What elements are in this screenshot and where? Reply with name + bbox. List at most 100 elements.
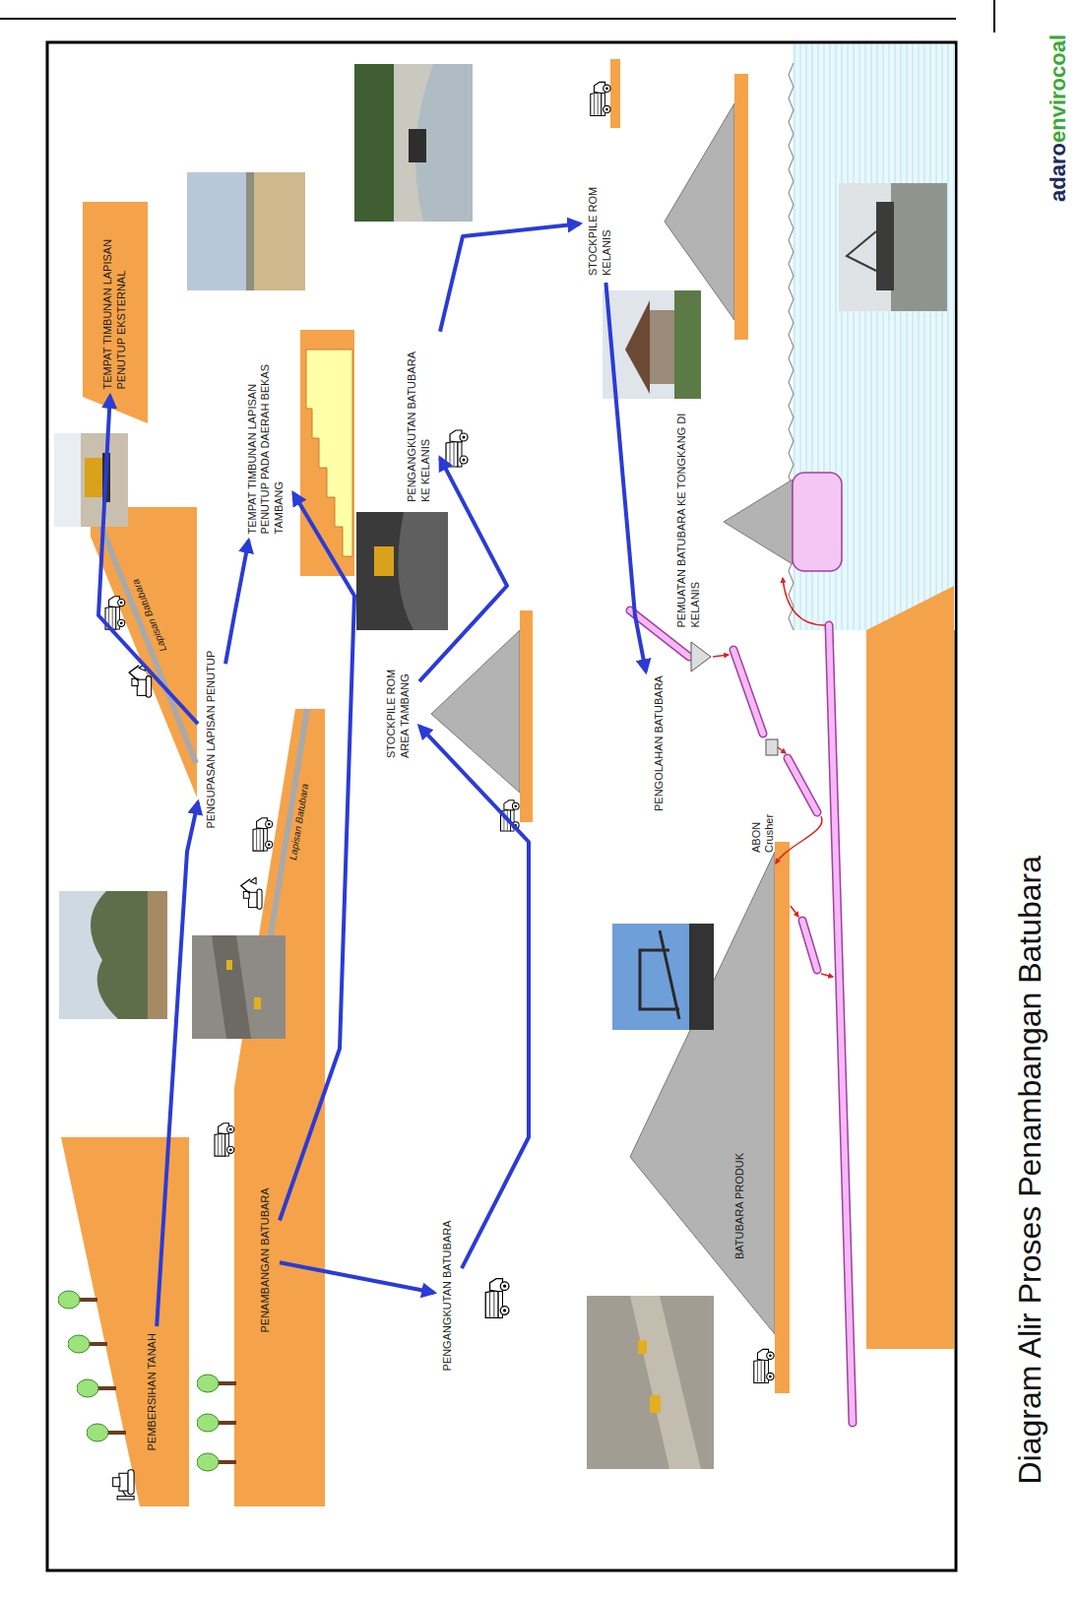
photo-port	[689, 923, 714, 1030]
barge	[723, 479, 793, 565]
external-dump	[82, 201, 148, 424]
stage-label: PEMBERSIHAN TANAH	[143, 1331, 162, 1453]
flow-arrow	[98, 395, 198, 724]
frame	[0, 0, 995, 1571]
stage-label: PEMUATAN BATUBARA KE TONGKANG DI KELANIS	[673, 404, 705, 631]
clearing-ground	[58, 1137, 190, 1507]
clearing-ground	[86, 1423, 127, 1442]
stage-label: PENGANGKUTAN BATUBARA KE KELANIS	[403, 332, 436, 505]
frame	[0, 17, 956, 20]
stage-text: PENAMBANGAN BATUBARA	[258, 1187, 273, 1333]
flow-arrow	[156, 802, 198, 1327]
stage-label: PENGOLAHAN BATUBARA	[650, 673, 669, 814]
photo-dump	[187, 172, 306, 291]
processing-plant	[733, 649, 763, 734]
flow-arrow	[279, 493, 355, 1221]
rom-stockpile	[431, 610, 533, 831]
stage-text: TEMPAT TIMBUNAN LAPISAN PENUTUP EKSTERNA…	[101, 207, 129, 390]
stage-label: STOCKPILE ROM KELANIS	[584, 165, 617, 278]
stage-text: BATUBARA PRODUK	[733, 1152, 748, 1260]
overburden-wedge	[90, 507, 197, 798]
photo-barge	[838, 183, 948, 312]
photo-haul	[637, 1339, 647, 1354]
processing-plant	[630, 610, 833, 977]
photo-barge	[846, 231, 877, 271]
barge	[723, 472, 842, 572]
processing-plant	[790, 905, 799, 917]
overburden-wedge	[90, 507, 197, 798]
stage-text: PENGANGKUTAN BATUBARA KE KELANIS	[405, 334, 434, 503]
photo-haul	[630, 1295, 701, 1469]
photo-haul	[649, 1395, 661, 1413]
photo-port	[612, 923, 714, 1030]
photo-coal	[374, 546, 394, 576]
flow-arrow	[605, 282, 646, 672]
flow-arrow	[279, 1262, 435, 1293]
photo-mining	[254, 997, 261, 1010]
long-conveyor	[782, 577, 826, 626]
stage-text: TEMPAT TIMBUNAN LAPISAN PENUTUP PADA DAE…	[246, 362, 287, 535]
stage-text: PEMBERSIHAN TANAH	[145, 1333, 160, 1451]
mining-pit	[234, 708, 325, 1507]
flow-arrow	[440, 223, 580, 332]
photo-hill	[147, 890, 168, 1019]
long-conveyor	[828, 625, 853, 1423]
processing-plant	[765, 739, 778, 756]
photo-kelanis	[674, 290, 701, 399]
photo-haul	[586, 1295, 714, 1469]
photo-dump	[246, 172, 255, 291]
flow-arrow	[225, 540, 250, 664]
port-ground	[866, 585, 954, 1349]
photo-port	[612, 923, 714, 1030]
photo-road	[354, 63, 394, 222]
photo-road	[408, 128, 427, 163]
stage-label: PENAMBANGAN BATUBARA	[256, 1185, 275, 1335]
logo-text: adaro	[1045, 142, 1072, 202]
stage-text: STOCKPILE ROM KELANIS	[586, 167, 615, 276]
barge	[792, 472, 842, 572]
photo-barge	[876, 201, 894, 291]
photo-haul	[586, 1295, 714, 1469]
photo-coal	[397, 511, 448, 631]
clearing-ground	[58, 1290, 98, 1309]
stage-label: PENGANGKUTAN BATUBARA	[439, 1217, 457, 1373]
clearing-ground	[113, 1469, 134, 1500]
river	[788, 44, 955, 631]
logo-text: envirocoal	[1045, 34, 1072, 143]
kelanis-stockpile	[610, 59, 621, 128]
stage-label: STOCKPILE ROM AREA TAMBANG	[382, 647, 415, 761]
mining-pit	[253, 818, 273, 851]
mining-pit	[196, 1413, 237, 1432]
processing-plant	[712, 654, 729, 657]
kelanis-stockpile	[734, 73, 749, 340]
photo-road	[354, 63, 473, 222]
annotation-label: ABON Crusher	[750, 791, 776, 853]
mining-pit	[196, 1453, 237, 1471]
kelanis-stockpile	[664, 103, 735, 320]
photo-kelanis	[602, 290, 701, 399]
processing-plant	[733, 649, 763, 734]
clearing-ground	[67, 1334, 108, 1353]
photo-hill	[59, 890, 168, 1019]
product-stockpile	[754, 1348, 774, 1383]
frame	[993, 0, 996, 33]
stage-text: PEMUATAN BATUBARA KE TONGKANG DI KELANIS	[675, 406, 703, 629]
processing-plant	[802, 920, 818, 970]
long-conveyor	[828, 625, 853, 1423]
photo-bulldozer	[84, 457, 105, 498]
stage-text: PENGOLAHAN BATUBARA	[652, 675, 667, 812]
frame	[47, 42, 956, 1571]
mining-pit	[241, 877, 262, 909]
photo-barge	[890, 183, 948, 312]
port-ground	[866, 585, 954, 1349]
photo-dump	[254, 172, 306, 291]
inpit-dump	[300, 329, 355, 576]
processing-plant	[802, 920, 818, 970]
photo-bulldozer	[54, 433, 128, 527]
mining-pit	[196, 1374, 237, 1393]
stage-label: TEMPAT TIMBUNAN LAPISAN PENUTUP PADA DAE…	[244, 360, 289, 537]
photo-bulldozer	[54, 433, 128, 527]
